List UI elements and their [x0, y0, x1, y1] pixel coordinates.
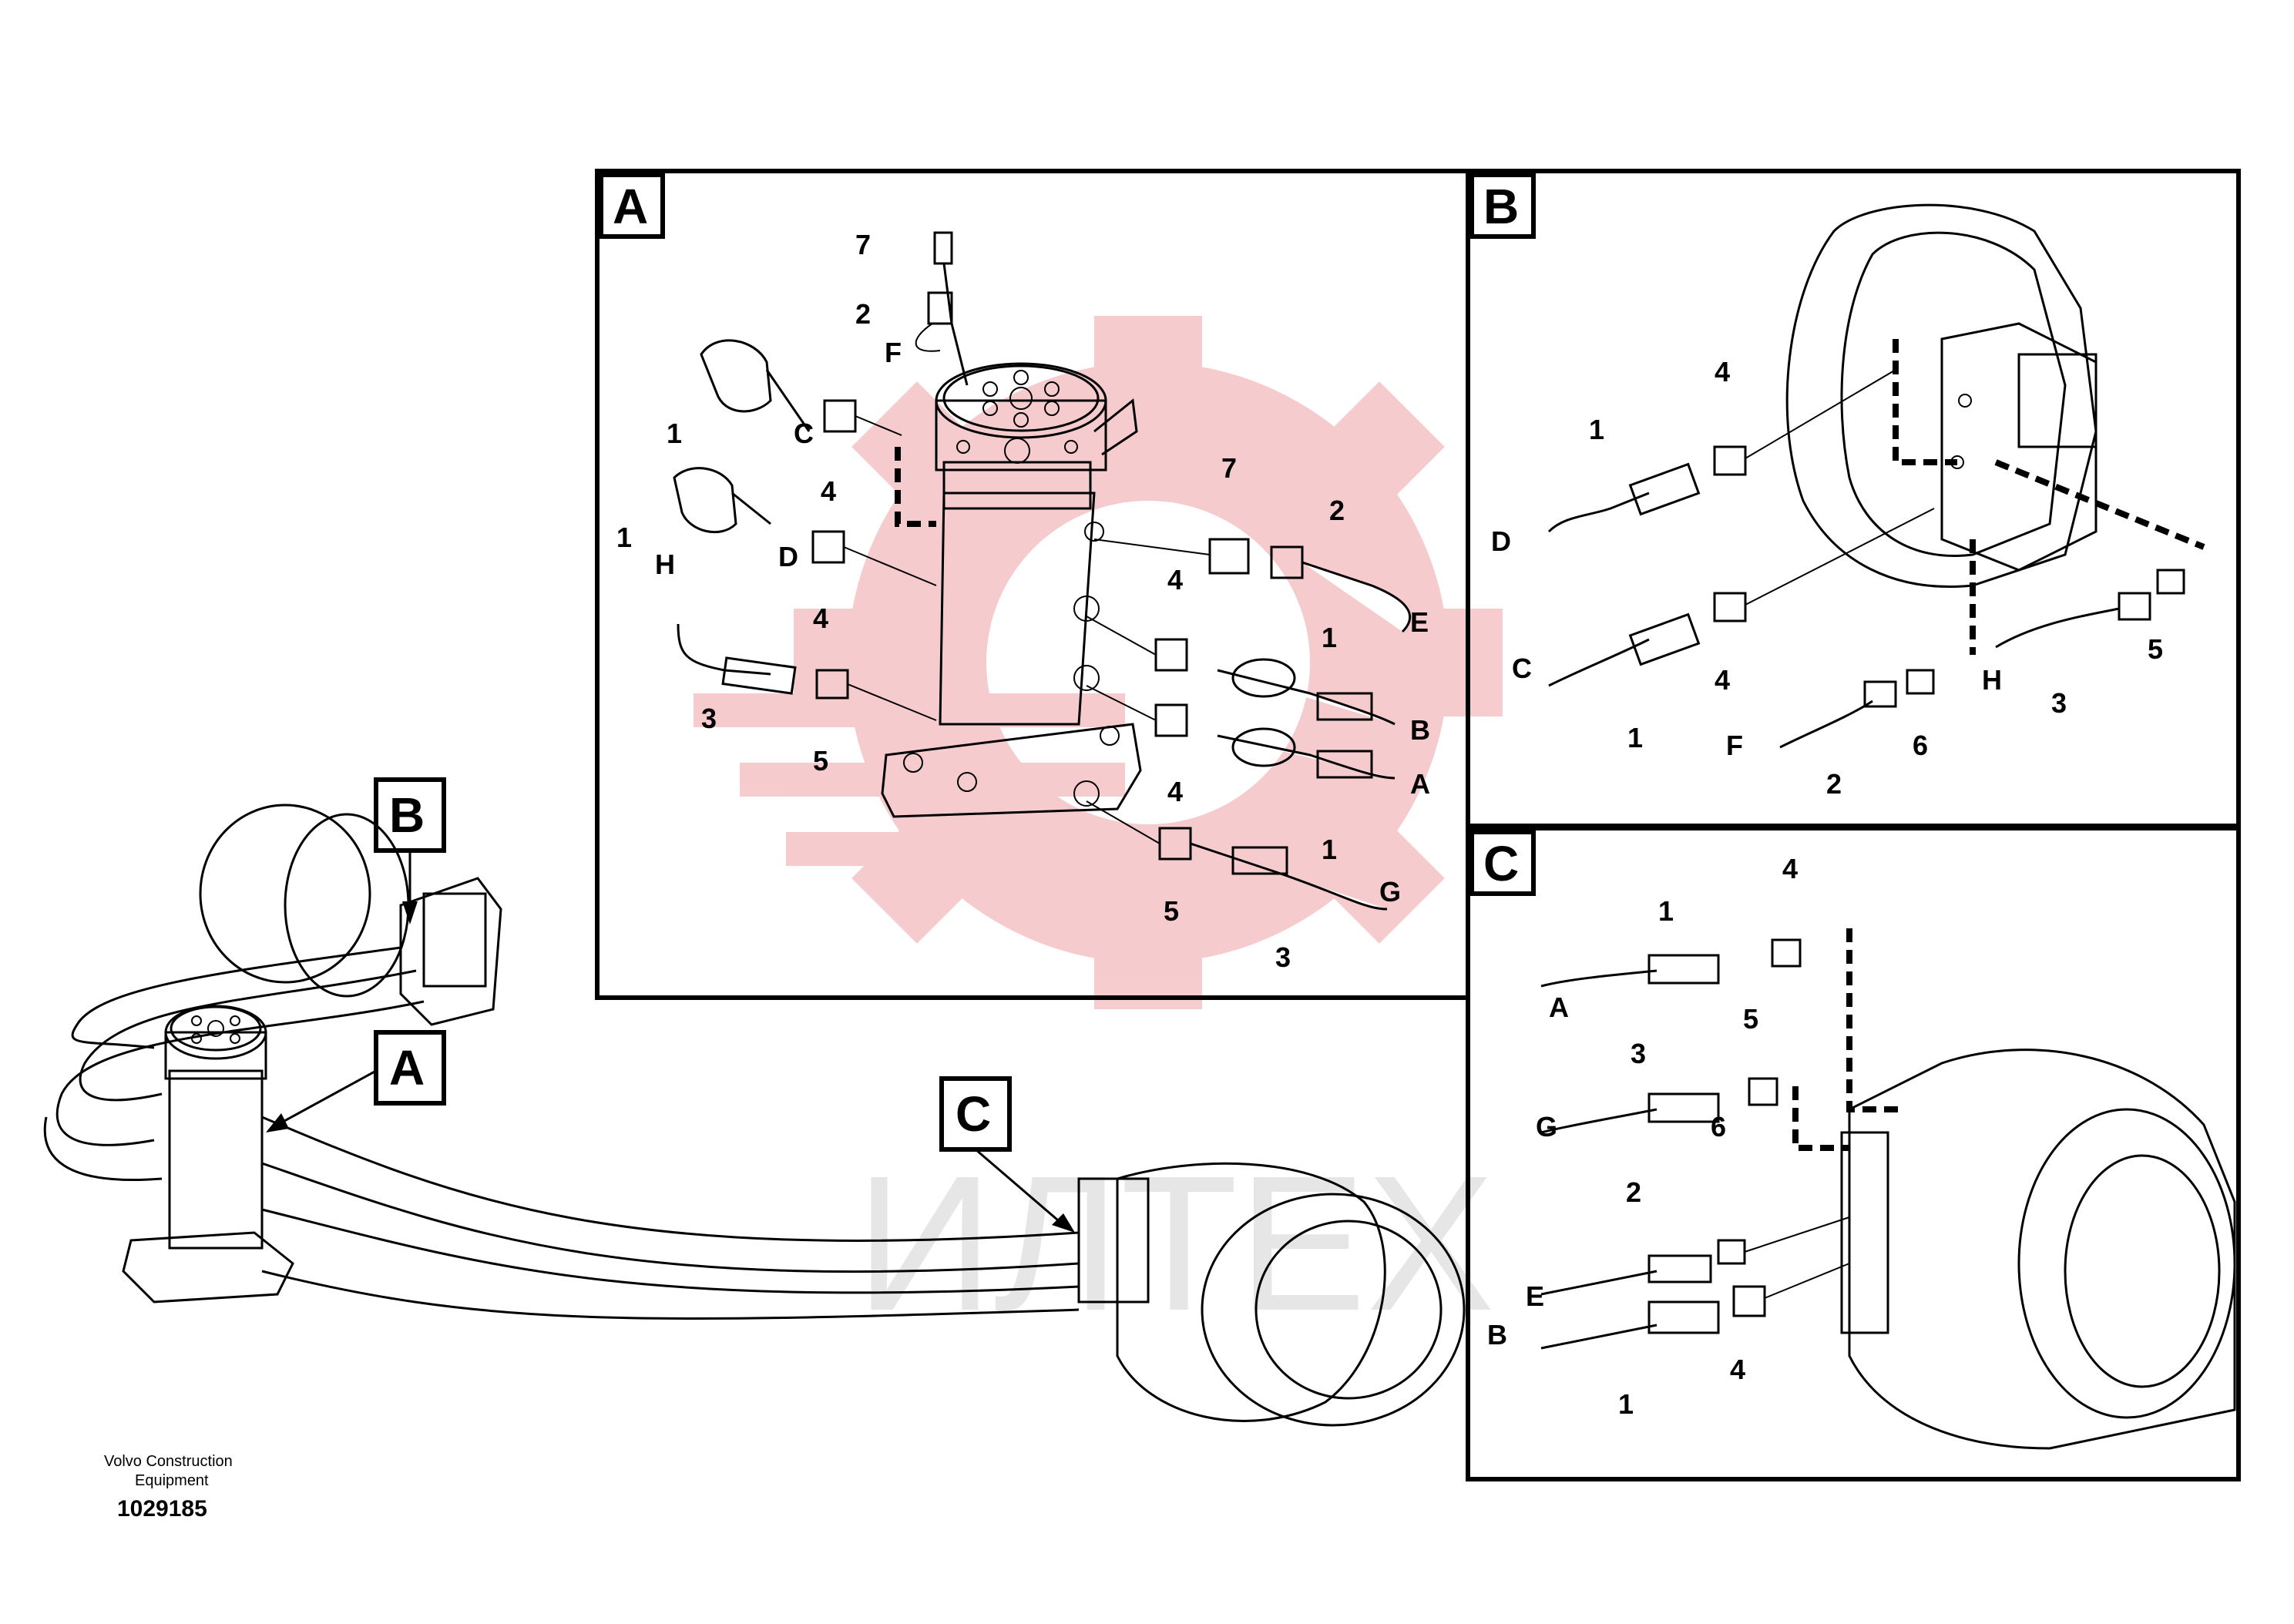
part-number-detail-a-15: 3: [1275, 941, 1291, 973]
port-letter-detail-a-5: B: [1410, 714, 1430, 746]
part-number-detail-b-6: 3: [2051, 687, 2067, 719]
callout-B[interactable]: B: [374, 777, 446, 924]
part-number-detail-a-13: 1: [1322, 834, 1337, 865]
port-letter-detail-b-3: H: [1982, 664, 2002, 696]
part-number-detail-b-5: 2: [1826, 768, 1842, 800]
part-number-detail-c-0: 4: [1782, 853, 1798, 884]
detail-A: A: [595, 169, 1470, 1000]
part-number-detail-a-1: 2: [855, 298, 871, 330]
part-number-detail-c-4: 2: [1626, 1176, 1641, 1208]
part-number-detail-a-7: 5: [813, 745, 828, 777]
footer: Volvo Construction Equipment 1029185: [104, 1453, 233, 1522]
drawing-number: 1029185: [117, 1496, 207, 1522]
part-number-detail-a-6: 3: [701, 703, 717, 734]
part-number-detail-c-7: 1: [1618, 1388, 1634, 1420]
detail-A-swivel-base: [881, 723, 1142, 818]
detail-A-swivel-body: [939, 492, 1096, 726]
part-number-detail-c-2: 3: [1631, 1038, 1646, 1069]
part-number-detail-c-1: 1: [1658, 895, 1674, 927]
svg-text:C: C: [956, 1086, 991, 1142]
part-number-detail-b-1: 1: [1589, 414, 1604, 445]
overview-assembly: [43, 804, 1466, 1427]
port-letter-detail-a-0: F: [885, 337, 902, 368]
detail-B-frame: [1466, 169, 2241, 828]
maker-line-1: Volvo Construction: [104, 1453, 233, 1470]
right-motor-valve-block: [1077, 1177, 1150, 1304]
detail-A-title: A: [613, 179, 648, 234]
port-letter-detail-a-4: E: [1410, 606, 1429, 638]
swivel-base: [122, 1231, 294, 1304]
detail-C-title: C: [1483, 836, 1519, 891]
part-number-detail-a-3: 4: [821, 475, 836, 507]
diagram-labels: 7214143572414153FCDHEBAG41146235DCFH4135…: [616, 229, 2163, 1420]
port-letter-detail-c-0: A: [1549, 992, 1569, 1023]
part-number-detail-a-5: 4: [813, 602, 828, 634]
detail-B: B: [1466, 169, 2241, 828]
part-number-detail-c-5: 6: [1711, 1111, 1726, 1143]
port-letter-detail-c-2: E: [1526, 1280, 1544, 1312]
part-number-detail-b-0: 4: [1715, 356, 1730, 388]
part-number-detail-a-0: 7: [855, 229, 871, 260]
watermark-text: ИЛТЕХ: [855, 1136, 1495, 1351]
part-number-detail-a-10: 4: [1167, 564, 1183, 596]
part-number-detail-a-12: 4: [1167, 776, 1183, 807]
svg-text:A: A: [389, 1040, 425, 1096]
port-letter-detail-b-2: F: [1726, 730, 1743, 761]
part-number-detail-a-11: 1: [1322, 622, 1337, 653]
port-letter-detail-c-3: B: [1487, 1319, 1507, 1351]
part-number-detail-a-2: 1: [667, 418, 682, 449]
maker-line-2: Equipment: [135, 1472, 209, 1489]
port-letter-detail-c-1: G: [1536, 1111, 1557, 1143]
part-number-detail-a-9: 2: [1329, 495, 1345, 526]
svg-text:B: B: [389, 787, 425, 843]
port-letter-detail-b-1: C: [1512, 653, 1532, 684]
part-number-detail-b-2: 1: [1627, 722, 1643, 753]
part-number-detail-b-3: 4: [1715, 664, 1730, 696]
port-letter-detail-a-7: G: [1379, 876, 1401, 908]
right-motor-flange: [1116, 1162, 1386, 1422]
left-motor-valve-block: [422, 892, 487, 988]
detail-C-motor: [1848, 1049, 2236, 1450]
port-letter-detail-a-3: H: [655, 549, 675, 580]
detail-C-frame: [1466, 826, 2241, 1481]
port-letter-detail-a-1: C: [794, 418, 814, 449]
callout-A[interactable]: A: [266, 1030, 446, 1132]
port-letter-detail-b-0: D: [1491, 525, 1511, 557]
part-number-detail-b-4: 6: [1913, 730, 1928, 761]
detail-B-valve-block: [1940, 322, 2098, 572]
callout-C[interactable]: C: [939, 1076, 1075, 1233]
part-number-detail-c-6: 4: [1730, 1354, 1745, 1385]
watermark-gear-hole: [986, 501, 1310, 824]
part-number-detail-c-3: 5: [1743, 1003, 1758, 1035]
detail-C: C: [1466, 826, 2241, 1481]
part-number-detail-a-8: 7: [1221, 452, 1237, 484]
right-motor-drum: [1201, 1193, 1466, 1427]
port-letter-detail-a-2: D: [778, 541, 798, 572]
port-letter-detail-a-6: A: [1410, 768, 1430, 800]
swivel-body: [168, 1069, 264, 1250]
part-number-detail-a-4: 1: [616, 522, 632, 553]
detail-B-title: B: [1483, 179, 1519, 234]
part-number-detail-a-14: 5: [1164, 895, 1179, 927]
left-motor-housing: [199, 804, 371, 984]
part-number-detail-b-7: 5: [2148, 633, 2163, 665]
